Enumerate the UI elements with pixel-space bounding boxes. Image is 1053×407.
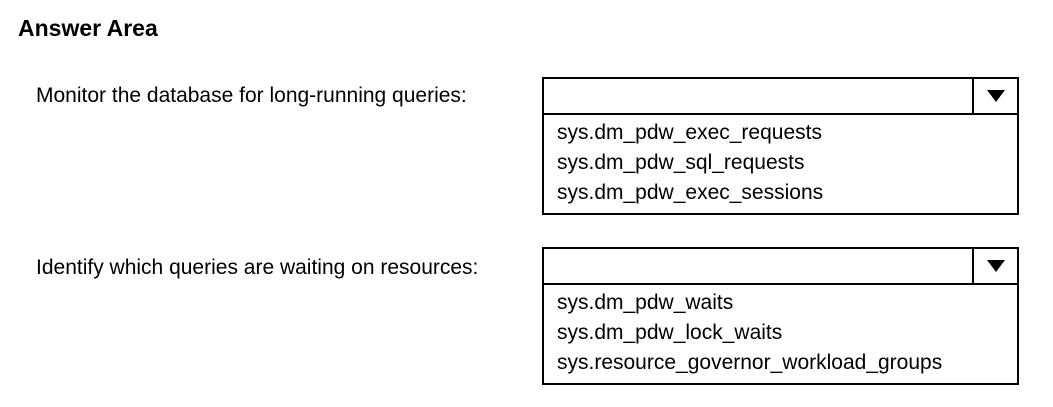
question-2-dropdown-toggle[interactable]	[972, 249, 1017, 283]
question-2-option-list: sys.dm_pdw_waits sys.dm_pdw_lock_waits s…	[544, 285, 1017, 383]
question-1-option-3[interactable]: sys.dm_pdw_exec_sessions	[557, 181, 824, 204]
question-1-dropdown[interactable]: sys.dm_pdw_exec_requests sys.dm_pdw_sql_…	[542, 77, 1019, 215]
question-1-selected-value[interactable]	[544, 79, 1017, 115]
question-1-label: Monitor the database for long-running qu…	[36, 84, 467, 107]
question-1-dropdown-toggle[interactable]	[972, 79, 1017, 113]
question-2-selected-value[interactable]	[544, 249, 1017, 285]
caret-down-icon	[986, 90, 1005, 102]
question-2-option-1[interactable]: sys.dm_pdw_waits	[557, 291, 734, 314]
caret-down-icon	[986, 260, 1005, 272]
question-2-option-3[interactable]: sys.resource_governor_workload_groups	[557, 351, 943, 374]
answer-area-title: Answer Area	[18, 15, 158, 41]
question-2-option-2[interactable]: sys.dm_pdw_lock_waits	[557, 321, 783, 344]
question-1-option-list: sys.dm_pdw_exec_requests sys.dm_pdw_sql_…	[544, 115, 1017, 213]
question-2-label: Identify which queries are waiting on re…	[36, 256, 479, 279]
question-2-dropdown[interactable]: sys.dm_pdw_waits sys.dm_pdw_lock_waits s…	[542, 247, 1019, 385]
question-1-option-2[interactable]: sys.dm_pdw_sql_requests	[557, 151, 805, 174]
question-1-option-1[interactable]: sys.dm_pdw_exec_requests	[557, 121, 822, 144]
